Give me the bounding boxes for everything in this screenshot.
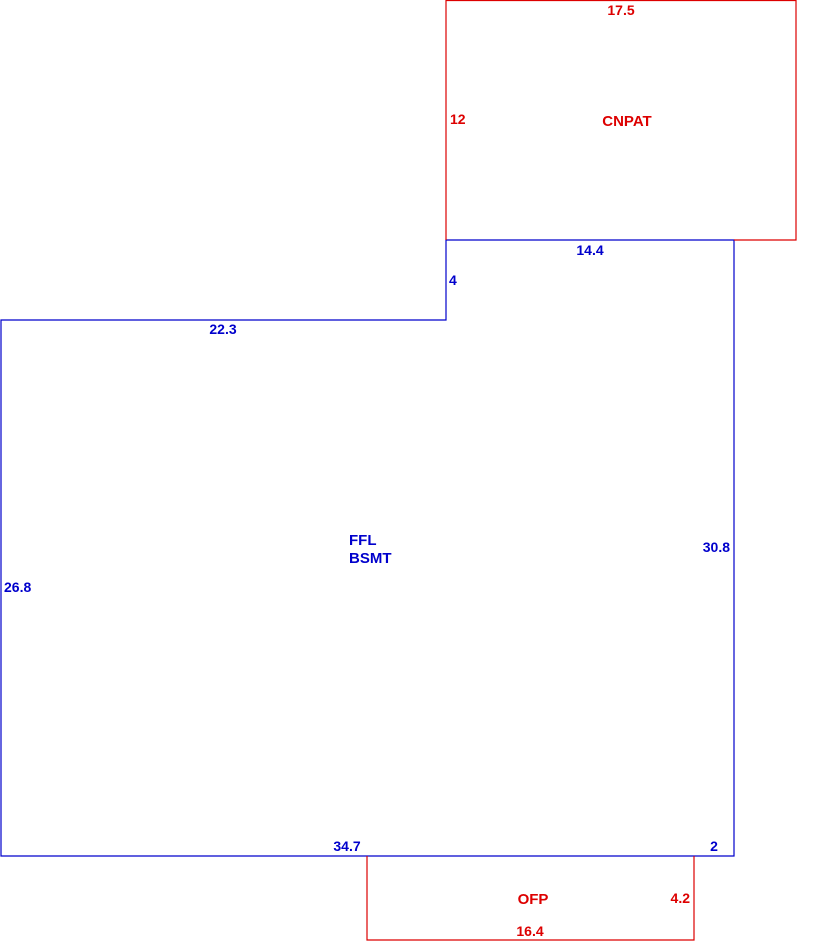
dim-carport-left: 12 (450, 111, 466, 127)
dim-porch-bottom: 16.4 (516, 923, 543, 939)
dim-main-bottom-right: 2 (710, 838, 718, 854)
main-area-label-line2: BSMT (349, 550, 392, 567)
carport-label: CNPAT (602, 113, 651, 130)
dim-main-top-right: 14.4 (576, 242, 603, 258)
dim-main-notch: 4 (449, 272, 457, 288)
dim-main-top-left: 22.3 (209, 321, 236, 337)
dim-porch-right: 4.2 (671, 890, 691, 906)
main-area-label-line1: FFL (349, 532, 377, 549)
porch-label: OFP (518, 891, 549, 908)
dim-main-right: 30.8 (703, 539, 730, 555)
dim-main-left: 26.8 (4, 579, 31, 595)
dim-main-bottom: 34.7 (333, 838, 360, 854)
dim-carport-top: 17.5 (607, 2, 634, 18)
carport-outline (445, 0, 797, 241)
porch-outline (366, 856, 695, 941)
